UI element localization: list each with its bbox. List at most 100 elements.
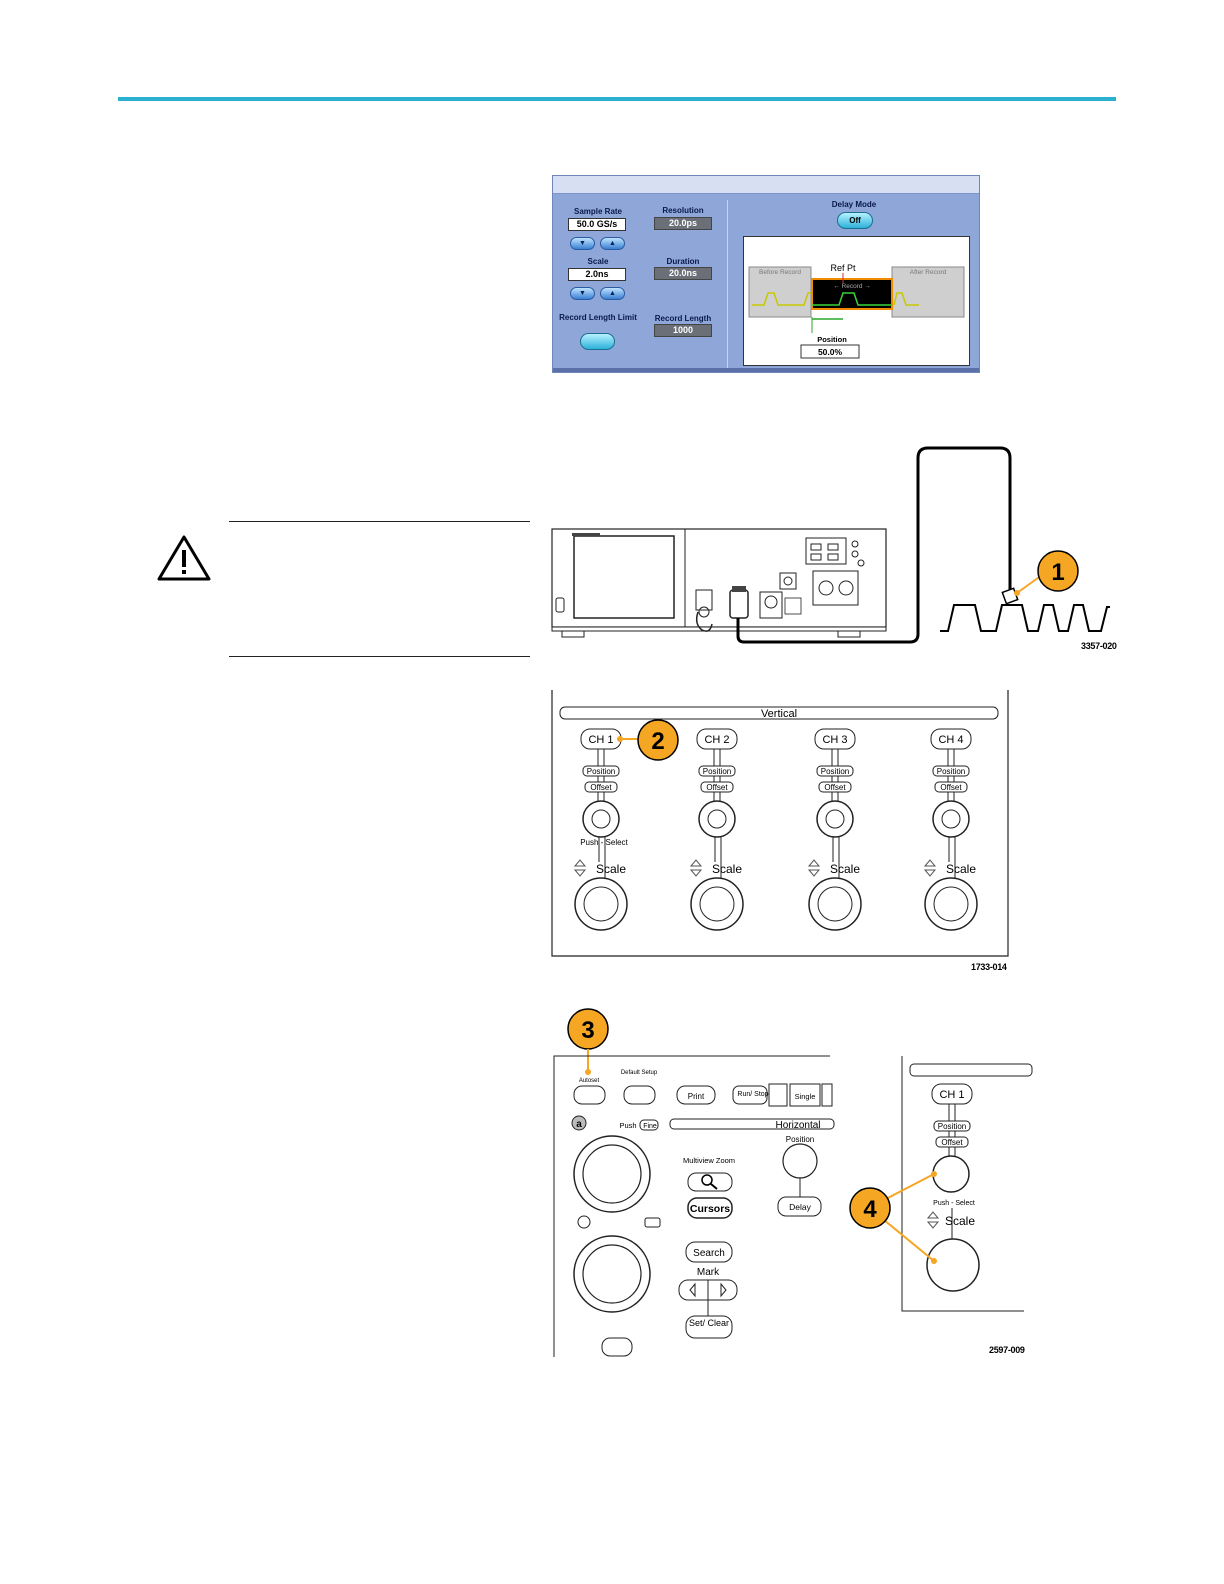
probe-connection-figure: 1 xyxy=(551,446,1110,644)
ch4-position-label: Position xyxy=(937,767,965,776)
record-position-diagram: Before Record Ref Pt ← Record → After Re… xyxy=(743,236,970,366)
delay-mode-button[interactable]: Off xyxy=(837,212,873,229)
ch4-position-knob[interactable] xyxy=(932,800,970,838)
ch1-position-label: Position xyxy=(938,1122,966,1131)
fine-label: Fine xyxy=(643,1123,657,1130)
fine-button[interactable] xyxy=(601,1337,633,1357)
single-label: Single xyxy=(795,1092,816,1101)
ch3-position-knob[interactable] xyxy=(816,800,854,838)
vertical-title: Vertical xyxy=(761,708,797,720)
ch3-button[interactable] xyxy=(814,728,856,750)
callout-4: 4 xyxy=(863,1196,877,1223)
cursors-label: Cursors xyxy=(690,1203,730,1215)
scale-field[interactable]: 2.0ns xyxy=(568,268,626,281)
figure-id-2597: 2597-009 xyxy=(989,1345,1025,1355)
default-setup-button[interactable] xyxy=(623,1085,656,1105)
scale-up-button[interactable]: ▲ xyxy=(600,287,625,300)
mark-label: Mark xyxy=(697,1267,720,1278)
scale-down-icon xyxy=(923,869,937,877)
ch4-scale-label: Scale xyxy=(946,862,976,876)
push-label: Push xyxy=(619,1121,636,1130)
caution-top-rule xyxy=(229,521,530,522)
horizontal-label: Horizontal xyxy=(775,1120,820,1131)
ch2-scale-knob[interactable] xyxy=(690,877,744,931)
set-clear-button[interactable] xyxy=(685,1315,733,1339)
scale-up-icon xyxy=(923,859,937,867)
ch1-offset-label: Offset xyxy=(941,1138,963,1147)
position-label: Position xyxy=(817,335,847,344)
run-stop-button[interactable] xyxy=(732,1085,768,1105)
resolution-value: 20.0ps xyxy=(654,217,712,230)
panel-edge xyxy=(821,1083,833,1107)
after-record-text: After Record xyxy=(910,269,947,276)
ch1-label: CH 1 xyxy=(939,1089,964,1101)
run-stop-label: Run/ Stop xyxy=(737,1091,768,1098)
ch2-button[interactable] xyxy=(696,728,738,750)
horizontal-position-label: Position xyxy=(786,1135,814,1144)
figure-id-1733: 1733-014 xyxy=(971,962,1007,972)
push-select-label: Push - Select xyxy=(580,838,628,847)
run-stop-indicator xyxy=(768,1083,788,1107)
mark-next-icon xyxy=(720,1282,727,1298)
cursors-button[interactable] xyxy=(687,1197,733,1219)
multipurpose-knob-a[interactable] xyxy=(573,1135,651,1213)
multipurpose-knob-b[interactable] xyxy=(573,1235,651,1313)
caution-triangle-icon xyxy=(157,535,211,581)
scale-up-icon xyxy=(573,859,587,867)
horizontal-position-knob[interactable] xyxy=(782,1143,818,1179)
ch1-scale-knob[interactable] xyxy=(926,1238,980,1292)
callout-2: 2 xyxy=(651,728,664,755)
search-button[interactable] xyxy=(685,1241,733,1263)
ch2-label: CH 2 xyxy=(704,734,729,746)
ch2-offset-label: Offset xyxy=(706,783,728,792)
print-button[interactable] xyxy=(676,1085,716,1105)
sample-rate-up-button[interactable]: ▲ xyxy=(600,237,625,250)
scale-down-button[interactable]: ▼ xyxy=(570,287,595,300)
scale-label: Scale xyxy=(945,1214,975,1228)
ch4-scale-knob[interactable] xyxy=(924,877,978,931)
horizontal-menu-panel: Sample Rate 50.0 GS/s ▼ ▲ Scale 2.0ns ▼ … xyxy=(552,175,980,373)
delay-button[interactable] xyxy=(777,1196,822,1217)
position-value[interactable]: 50.0% xyxy=(818,347,843,357)
ch1-offset-label: Offset xyxy=(590,783,612,792)
front-panel-figure: 3 Autoset Default Setup Print Run/ Stop … xyxy=(553,1008,1033,1357)
record-length-limit-label: Record Length Limit xyxy=(559,313,637,322)
ch1-position-label-box xyxy=(933,1120,971,1132)
ch1-scale-knob[interactable] xyxy=(574,877,628,931)
arrow-down-icon: ▼ xyxy=(579,240,586,247)
record-length-label: Record Length xyxy=(654,314,712,323)
menu-title-strip xyxy=(553,176,979,194)
single-button[interactable] xyxy=(789,1083,821,1107)
ch2-scale-label: Scale xyxy=(712,862,742,876)
scale-up-icon xyxy=(689,859,703,867)
zoom-button[interactable] xyxy=(687,1172,733,1192)
a-label: a xyxy=(576,1119,582,1130)
set-clear-label: Set/ Clear xyxy=(689,1318,729,1328)
default-setup-label: Default Setup xyxy=(621,1070,658,1076)
autoset-button[interactable] xyxy=(573,1085,606,1105)
autoset-label: Autoset xyxy=(579,1078,600,1084)
ch1-position-knob[interactable] xyxy=(932,1155,970,1193)
sample-rate-field[interactable]: 50.0 GS/s xyxy=(568,218,626,231)
arrow-down-icon: ▼ xyxy=(579,290,586,297)
ch4-offset-label: Offset xyxy=(940,783,962,792)
ch3-scale-label: Scale xyxy=(830,862,860,876)
ch3-scale-knob[interactable] xyxy=(808,877,862,931)
record-text: ← Record → xyxy=(833,283,871,290)
push-select-label: Push - Select xyxy=(933,1200,975,1207)
ch1-position-knob[interactable] xyxy=(582,800,620,838)
ch1-button[interactable] xyxy=(931,1083,973,1105)
scale-down-icon xyxy=(573,869,587,877)
record-length-limit-button[interactable] xyxy=(580,333,615,350)
header-rule xyxy=(118,97,1116,101)
ch2-position-knob[interactable] xyxy=(698,800,736,838)
sample-rate-down-button[interactable]: ▼ xyxy=(570,237,595,250)
ch1-scale-label: Scale xyxy=(596,862,626,876)
ch4-button[interactable] xyxy=(930,728,972,750)
scale-down-icon xyxy=(926,1221,940,1229)
arrow-up-icon: ▲ xyxy=(609,290,616,297)
search-label: Search xyxy=(693,1248,725,1259)
